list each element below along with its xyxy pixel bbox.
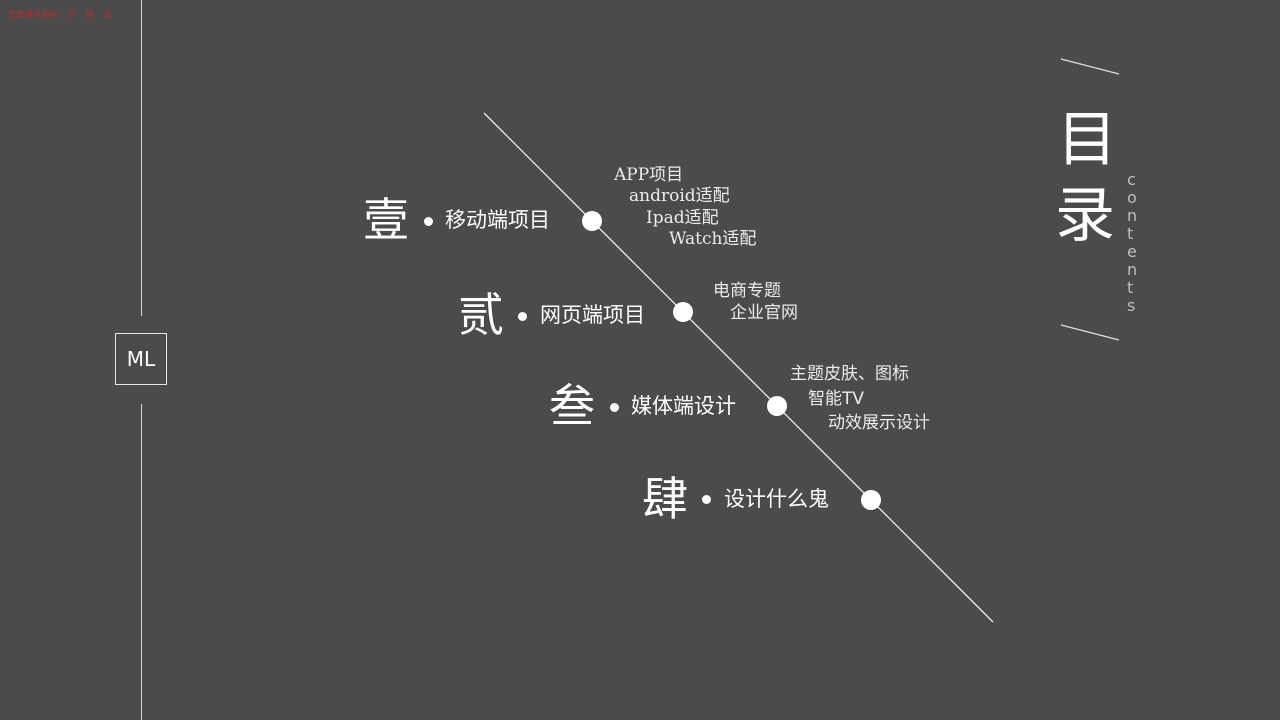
section-1-item-1: APP项目 xyxy=(614,165,684,185)
timeline-node-2 xyxy=(673,302,693,322)
toc-top-slash xyxy=(1060,58,1120,75)
contents-letter-1: c xyxy=(1127,170,1136,189)
section-4-numeral: 肆 xyxy=(642,472,688,526)
section-3-item-3: 动效展示设计 xyxy=(828,413,930,433)
section-1-label: 移动端项目 xyxy=(445,208,550,232)
toc-title-char-1: 目 xyxy=(1057,105,1117,175)
section-1-bullet xyxy=(424,217,433,226)
section-2-item-2: 企业官网 xyxy=(730,303,798,323)
toc-bottom-slash xyxy=(1060,324,1120,341)
timeline-node-1 xyxy=(582,211,602,231)
contents-letter-6: n xyxy=(1127,260,1138,279)
section-3-item-1: 主题皮肤、图标 xyxy=(790,364,909,384)
section-1-item-3: Ipad适配 xyxy=(646,208,719,228)
contents-letter-5: e xyxy=(1127,242,1137,261)
section-2-numeral: 贰 xyxy=(458,288,504,342)
contents-letter-7: t xyxy=(1127,278,1134,297)
section-4-label: 设计什么鬼 xyxy=(724,487,829,511)
contents-letter-3: n xyxy=(1127,206,1138,225)
logo-badge: ML xyxy=(115,333,167,385)
section-4-bullet xyxy=(702,495,711,504)
contents-letter-2: o xyxy=(1127,188,1137,207)
toc-title-char-2: 录 xyxy=(1055,181,1115,251)
section-2-item-1: 电商专题 xyxy=(713,281,781,301)
logo-text: ML xyxy=(126,347,156,371)
section-3-label: 媒体端设计 xyxy=(631,394,736,418)
section-3-item-2: 智能TV xyxy=(808,389,865,409)
section-1-numeral: 壹 xyxy=(363,193,409,247)
section-3-bullet xyxy=(610,403,619,412)
section-2-label: 网页端项目 xyxy=(540,303,645,327)
diagonal-timeline-line xyxy=(483,112,994,623)
section-1-item-2: android适配 xyxy=(629,186,730,206)
contents-letter-4: t xyxy=(1127,224,1134,243)
contents-letter-8: s xyxy=(1127,296,1136,315)
timeline-node-3 xyxy=(767,396,787,416)
left-vertical-line-top xyxy=(141,0,142,316)
section-1-item-4: Watch适配 xyxy=(669,229,757,249)
left-vertical-line-bottom xyxy=(141,404,142,720)
timeline-node-4 xyxy=(861,490,881,510)
watermark-text: 志愿编号指向 · 宁 · 创 · 设 xyxy=(8,10,112,19)
section-3-numeral: 叁 xyxy=(549,379,595,433)
section-2-bullet xyxy=(518,312,527,321)
